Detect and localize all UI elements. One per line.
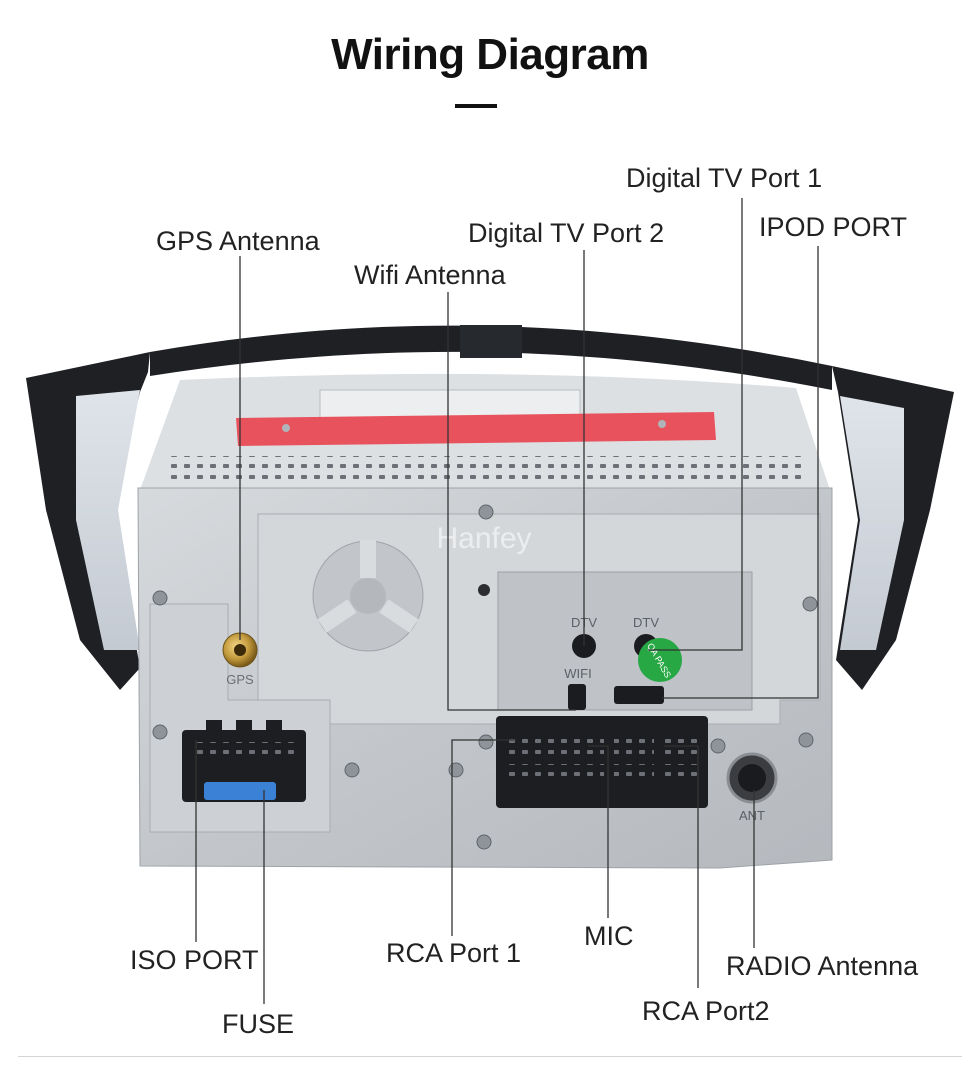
rca-connector-block xyxy=(496,716,708,808)
bottom-divider xyxy=(18,1056,962,1057)
label-ipod-port: IPOD PORT xyxy=(759,212,908,242)
callout-line-rca-port-2 xyxy=(664,745,699,988)
callout-line-ipod-port xyxy=(662,246,819,699)
callout-line-rca-port-1 xyxy=(451,739,516,936)
watermark-logo: Hanfey xyxy=(436,522,531,555)
fuse-element xyxy=(204,782,276,800)
antenna-ports: DTV DTV QA PASS WIFI xyxy=(564,615,682,710)
iso-connector xyxy=(182,720,306,802)
label-mic: MIC xyxy=(584,921,634,951)
warning-sticker xyxy=(236,412,716,446)
chassis-top xyxy=(140,373,830,490)
label-radio-antenna: RADIO Antenna xyxy=(726,951,919,981)
label-fuse: FUSE xyxy=(222,1009,295,1039)
gps-connector: GPS xyxy=(222,632,258,687)
page-title: Wiring Diagram xyxy=(331,30,649,79)
callout-line-mic xyxy=(588,745,609,918)
radio-antenna-socket: ANT xyxy=(726,752,778,823)
ant-marking: ANT xyxy=(739,808,765,823)
gps-marking: GPS xyxy=(226,672,254,687)
label-iso-port: ISO PORT xyxy=(130,945,259,975)
title-underline xyxy=(455,104,497,108)
label-digital-tv-port-2: Digital TV Port 2 xyxy=(468,218,665,248)
label-digital-tv-port-1: Digital TV Port 1 xyxy=(626,163,823,193)
label-gps-antenna: GPS Antenna xyxy=(156,226,320,256)
callout-line-digital-tv-port-1 xyxy=(648,198,743,651)
callout-lines xyxy=(195,198,819,1004)
dash-frame xyxy=(26,325,954,690)
callout-line-wifi-antenna xyxy=(447,292,576,711)
dtv-right-marking: DTV xyxy=(633,615,659,630)
label-wifi-antenna: Wifi Antenna xyxy=(354,260,506,290)
label-rca-port-2: RCA Port2 xyxy=(642,996,770,1026)
wifi-marking: WIFI xyxy=(564,666,591,681)
qa-sticker xyxy=(638,638,682,682)
label-rca-port-1: RCA Port 1 xyxy=(386,938,522,968)
